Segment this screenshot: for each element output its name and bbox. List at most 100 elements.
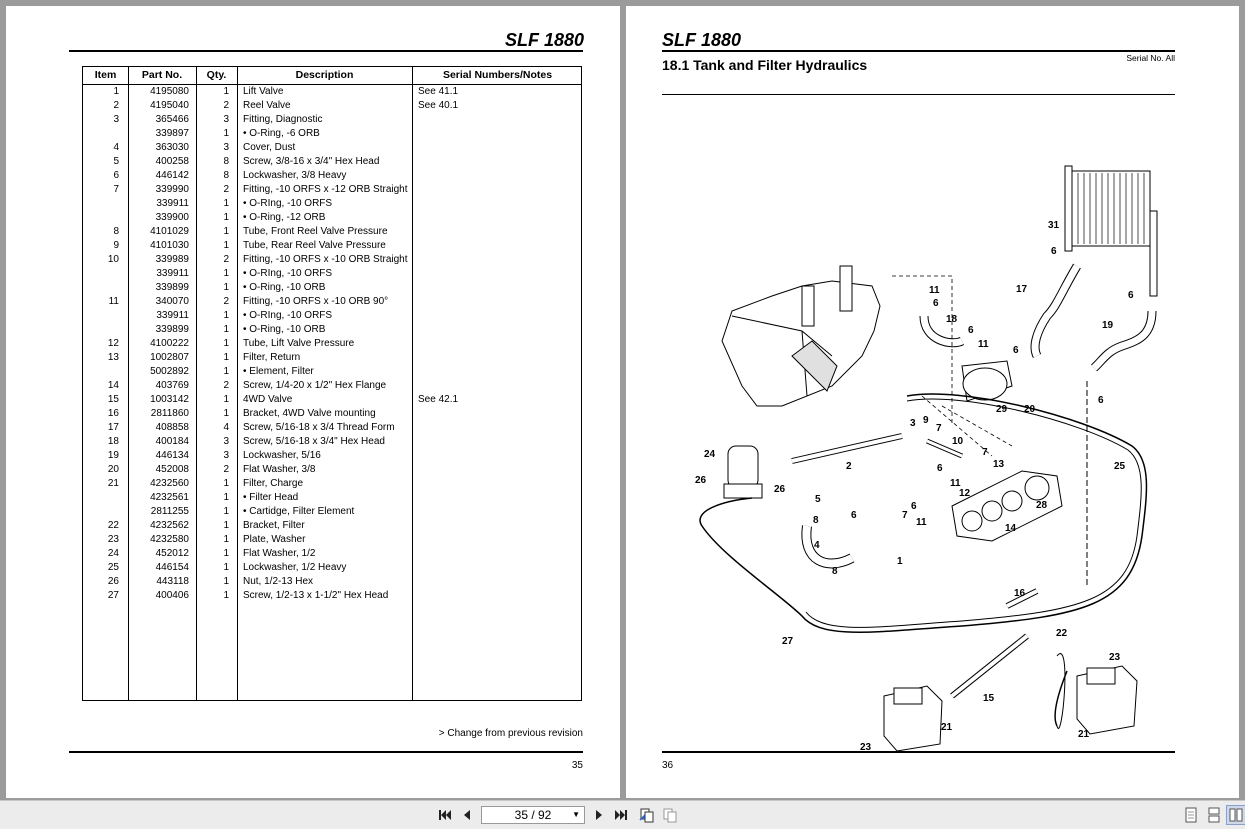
callout-labels: 31 6 17 6 19 11 6 18 6 11 6 6 29 20 3 9 …: [695, 220, 1134, 753]
item-cell: 1: [113, 86, 119, 97]
quantity-cell: 2: [223, 380, 229, 391]
part-number-cell: 1002807: [150, 352, 189, 363]
forward-view-button[interactable]: [660, 805, 680, 825]
item-cell: 14: [107, 380, 119, 391]
callout-11: 11: [950, 478, 961, 489]
page-number-select[interactable]: 35 / 92 ▼: [481, 806, 585, 824]
description-cell: Lockwasher, 5/16: [243, 450, 321, 461]
callout-28: 28: [1036, 500, 1048, 511]
part-number-cell: 339897: [155, 128, 189, 139]
description-cell: Tube, Rear Reel Valve Pressure: [243, 240, 386, 251]
quantity-cell: 3: [223, 436, 229, 447]
description-cell: Fitting, -10 ORFS x -12 ORB Straight: [243, 184, 408, 195]
charge-filter: [723, 445, 763, 499]
callout-6: 6: [1128, 290, 1134, 301]
item-cell: 22: [107, 520, 119, 531]
callout-5: 5: [815, 494, 821, 505]
quantity-cell: 1: [223, 408, 229, 419]
two-page-view-button[interactable]: [1226, 805, 1245, 825]
callout-1: 1: [897, 556, 903, 567]
part-number-cell: 339989: [155, 254, 189, 265]
item-cell: 27: [107, 590, 119, 601]
description-cell: Screw, 5/16-18 x 3/4" Hex Head: [243, 436, 385, 447]
callout-10: 10: [952, 436, 964, 447]
item-cell: 25: [107, 562, 119, 573]
callout-6: 6: [851, 510, 857, 521]
item-cell: 9: [113, 240, 119, 251]
quantity-cell: 1: [223, 352, 229, 363]
pump-assembly: [951, 470, 1063, 542]
callout-6: 6: [937, 463, 943, 474]
part-number-cell: 400184: [155, 436, 189, 447]
col-divider: [196, 67, 197, 700]
item-cell: 8: [113, 226, 119, 237]
part-number-cell: 400406: [155, 590, 189, 601]
item-cell: 15: [107, 394, 119, 405]
part-number-cell: 408858: [155, 422, 189, 433]
quantity-cell: 1: [223, 198, 229, 209]
valve-block-right: [1076, 665, 1138, 735]
description-cell: Lockwasher, 3/8 Heavy: [243, 170, 347, 181]
callout-26: 26: [695, 475, 707, 486]
previous-page-icon: [464, 810, 470, 820]
revision-footnote: > Change from previous revision: [438, 728, 583, 739]
item-cell: 26: [107, 576, 119, 587]
quantity-cell: 2: [223, 100, 229, 111]
quantity-cell: 3: [223, 114, 229, 125]
quantity-cell: 1: [223, 548, 229, 559]
oil-cooler: [1064, 165, 1158, 297]
part-number-cell: 4232561: [150, 492, 189, 503]
single-page-icon: [1185, 807, 1197, 823]
quantity-cell: 3: [223, 450, 229, 461]
item-cell: 23: [107, 534, 119, 545]
callout-18: 18: [946, 314, 958, 325]
last-page-button[interactable]: [611, 805, 631, 825]
item-cell: 5: [113, 156, 119, 167]
callout-14: 14: [1005, 523, 1017, 534]
header-rule: [662, 50, 1175, 52]
model-title: SLF 1880: [662, 30, 742, 50]
callout-6: 6: [911, 501, 917, 512]
header-part-no: Part No.: [141, 69, 183, 81]
continuous-view-button[interactable]: [1204, 805, 1224, 825]
callout-7: 7: [902, 510, 908, 521]
part-number-cell: 4195080: [150, 86, 189, 97]
quantity-cell: 2: [223, 254, 229, 265]
part-number-cell: 4232562: [150, 520, 189, 531]
description-cell: • O-Ring, -6 ORB: [243, 128, 320, 139]
viewer-toolbar: 35 / 92 ▼: [0, 800, 1245, 829]
description-cell: Reel Valve: [243, 100, 291, 111]
callout-8: 8: [832, 566, 838, 577]
part-number-cell: 363030: [155, 142, 189, 153]
item-cell: 11: [108, 296, 119, 307]
previous-page-button[interactable]: [457, 805, 477, 825]
col-divider: [128, 67, 129, 700]
back-view-button[interactable]: [637, 805, 657, 825]
hydraulic-tank: [721, 265, 881, 407]
quantity-cell: 8: [223, 156, 229, 167]
next-page-button[interactable]: [589, 805, 609, 825]
first-page-button[interactable]: [435, 805, 455, 825]
description-cell: Flat Washer, 3/8: [243, 464, 316, 475]
quantity-cell: 1: [223, 128, 229, 139]
single-page-view-button[interactable]: [1181, 805, 1201, 825]
first-page-icon: [439, 810, 451, 820]
item-cell: 7: [113, 184, 119, 195]
quantity-cell: 1: [223, 492, 229, 503]
part-number-cell: 4232560: [150, 478, 189, 489]
